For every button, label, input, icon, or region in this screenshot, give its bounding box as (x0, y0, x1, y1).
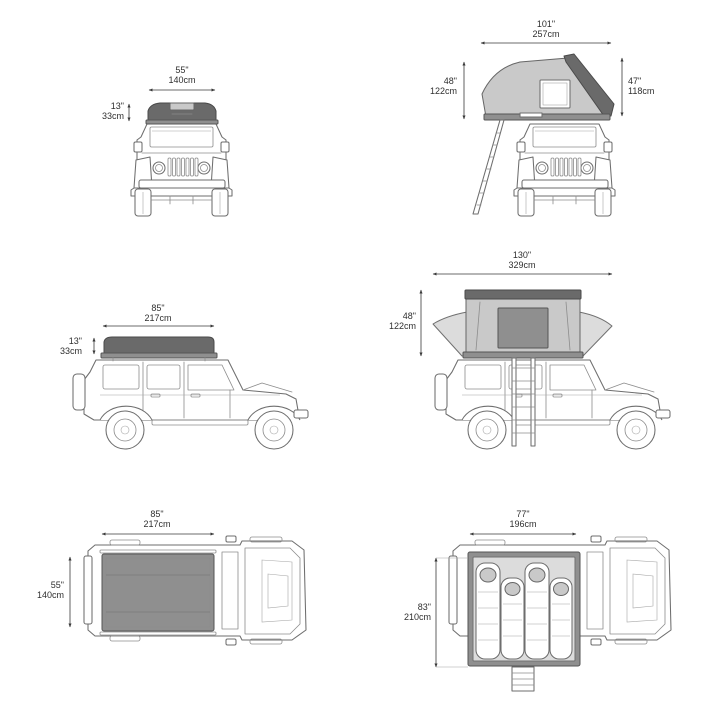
dim-label-in: 55" (51, 580, 64, 590)
tent-annex-left (432, 311, 470, 357)
dimension-side-open-height: 48" 122cm (389, 289, 423, 357)
open-tent-shell (464, 289, 582, 300)
dim-label-in: 77" (516, 509, 529, 519)
sleeping-bag (500, 577, 525, 660)
dim-label-cm: 257cm (532, 29, 559, 39)
dim-label-in: 83" (418, 602, 431, 612)
dimension-top-closed-length: 85" 217cm (101, 509, 215, 536)
dim-label-in: 48" (444, 76, 457, 86)
dim-label-cm: 122cm (389, 321, 416, 331)
sleeping-bag (475, 562, 501, 660)
closed-tent-shell (103, 336, 215, 355)
dim-label-cm: 196cm (509, 519, 536, 529)
dim-label-cm: 140cm (37, 590, 64, 600)
side-view-closed (72, 336, 309, 450)
open-tent-shell (563, 53, 615, 117)
dimension-front-open-height-left: 48" 122cm (430, 61, 466, 120)
top-view-open (448, 535, 672, 692)
dim-label-in: 85" (151, 303, 164, 313)
dim-label-cm: 118cm (628, 86, 654, 96)
dim-label-cm: 122cm (430, 86, 457, 96)
dim-label-in: 130" (513, 250, 531, 260)
dim-label-cm: 217cm (143, 519, 170, 529)
ladder (511, 357, 536, 447)
dim-label-cm: 33cm (102, 111, 124, 121)
dim-label-in: 48" (403, 311, 416, 321)
dim-label-in: 13" (69, 336, 82, 346)
dim-label-in: 85" (150, 509, 163, 519)
dimension-front-open-height-right: 47" 118cm (620, 57, 654, 117)
dim-label-cm: 140cm (168, 75, 195, 85)
side-view-open (432, 289, 671, 450)
ladder (472, 119, 505, 215)
dimension-front-closed-height: 13" 33cm (102, 101, 131, 122)
dimension-top-closed-width: 55" 140cm (37, 556, 72, 628)
dim-label-in: 13" (111, 101, 124, 111)
closed-tent-shell (147, 102, 217, 123)
front-view-closed (130, 102, 233, 217)
dim-label-cm: 33cm (60, 346, 82, 356)
sleeping-bag (549, 577, 573, 660)
dim-label-in: 55" (175, 65, 188, 75)
dimension-front-closed-width: 55" 140cm (148, 65, 216, 92)
closed-tent-shell (101, 553, 215, 632)
dimension-side-closed-length: 85" 217cm (102, 303, 215, 328)
dimension-side-closed-height: 13" 33cm (60, 336, 96, 356)
dim-label-cm: 217cm (144, 313, 171, 323)
ladder (511, 666, 535, 692)
dimension-top-open-length: 83" 210cm (404, 557, 468, 668)
dim-label-cm: 329cm (508, 260, 535, 270)
dimension-top-open-width: 77" 196cm (469, 509, 577, 536)
sleeping-bag (524, 562, 550, 660)
top-view-closed (83, 535, 307, 646)
front-view-open (472, 53, 616, 217)
tent-annex-right (576, 311, 613, 357)
dim-label-cm: 210cm (404, 612, 431, 622)
dimension-side-open-length: 130" 329cm (432, 250, 613, 276)
dimension-front-open-width: 101" 257cm (480, 19, 612, 45)
dim-label-in: 101" (537, 19, 555, 29)
dim-label-in: 47" (628, 76, 641, 86)
